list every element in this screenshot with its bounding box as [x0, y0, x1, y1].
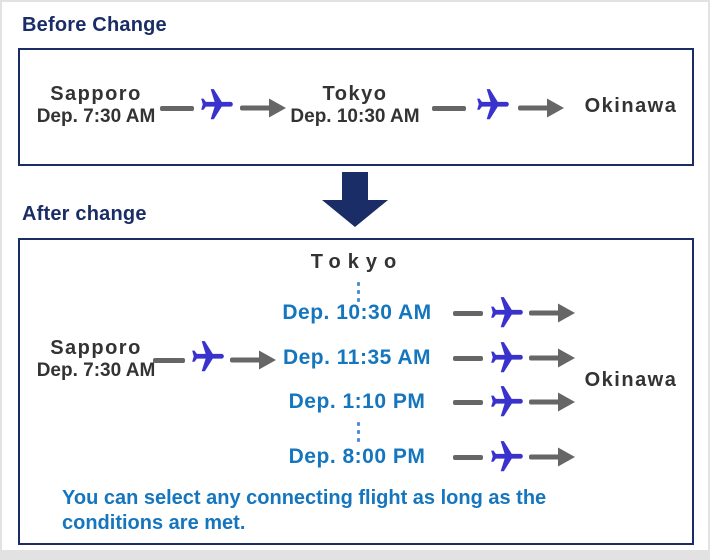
conditions-note: You can select any connecting flight as …	[62, 486, 672, 536]
after-origin-stop: Sapporo Dep. 7:30 AM	[30, 336, 162, 382]
route-dash	[160, 106, 194, 111]
destination-city-label: Okinawa	[584, 369, 678, 391]
content-area: Before Change Sapporo Dep. 7:30 AM Tokyo…	[2, 2, 708, 550]
origin-departure-label: Dep. 7:30 AM	[36, 360, 156, 381]
arrow-right-icon	[529, 303, 575, 323]
arrow-right-icon	[240, 98, 286, 118]
origin-departure-label: Dep. 7:30 AM	[36, 106, 156, 127]
connection-option-row: Dep. 8:00 PM	[265, 438, 575, 476]
airplane-icon	[474, 86, 512, 124]
dotted-connector	[357, 422, 360, 442]
after-itinerary-box: Tokyo Dep. 10:30 AM Dep. 11:35 AM Dep. 1…	[18, 238, 694, 545]
route-dash	[453, 310, 483, 316]
route-dash	[432, 106, 466, 111]
airplane-icon	[488, 339, 526, 377]
after-section-title: After change	[22, 203, 147, 225]
connection-option-row: Dep. 1:10 PM	[265, 383, 575, 421]
airplane-icon	[488, 438, 526, 476]
via-city-label: Tokyo	[322, 83, 388, 105]
via-departure-label: Dep. 10:30 AM	[290, 106, 420, 127]
conditions-note-line1: You can select any connecting flight as …	[62, 487, 547, 509]
departure-time-label: Dep. 11:35 AM	[282, 346, 432, 369]
arrow-right-icon	[529, 348, 575, 368]
departure-time-label: Dep. 10:30 AM	[282, 301, 432, 324]
route-dash	[453, 399, 483, 405]
route-dash	[153, 358, 185, 363]
big-down-arrow-icon	[321, 172, 389, 228]
before-via-stop: Tokyo Dep. 10:30 AM	[283, 82, 427, 128]
destination-city-label: Okinawa	[584, 95, 678, 117]
connection-option-row: Dep. 11:35 AM	[265, 339, 575, 377]
before-origin-stop: Sapporo Dep. 7:30 AM	[30, 82, 162, 128]
arrow-right-icon	[230, 350, 276, 370]
dotted-connector	[357, 282, 360, 302]
route-dash	[453, 355, 483, 361]
airplane-icon	[488, 383, 526, 421]
connection-option-row: Dep. 10:30 AM	[265, 294, 575, 332]
conditions-note-line2: conditions are met.	[62, 512, 246, 534]
route-dash	[453, 454, 483, 460]
airplane-icon	[198, 86, 236, 124]
arrow-right-icon	[529, 392, 575, 412]
origin-city-label: Sapporo	[50, 83, 142, 105]
airplane-icon	[488, 294, 526, 332]
airplane-icon	[189, 338, 227, 376]
before-itinerary-box: Sapporo Dep. 7:30 AM Tokyo Dep. 10:30 AM…	[18, 48, 694, 166]
hub-city-label: Tokyo	[310, 251, 404, 273]
departure-time-label: Dep. 1:10 PM	[288, 390, 426, 413]
arrow-right-icon	[518, 98, 564, 118]
arrow-right-icon	[529, 447, 575, 467]
before-section-title: Before Change	[22, 14, 167, 36]
departure-time-label: Dep. 8:00 PM	[288, 445, 426, 468]
origin-city-label: Sapporo	[50, 337, 142, 359]
